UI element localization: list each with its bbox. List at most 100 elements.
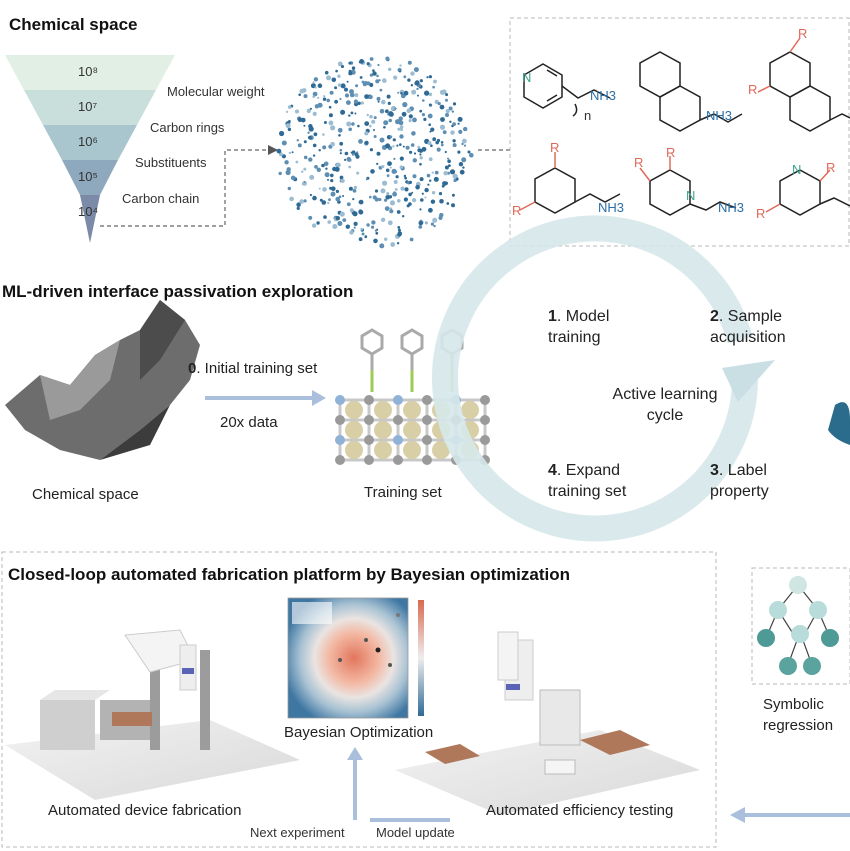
scatter-point [428,123,432,126]
scatter-point [430,222,434,226]
scatter-point [303,167,307,171]
ml-exploration-title: ML-driven interface passivation explorat… [2,282,354,301]
scatter-point [312,95,316,99]
scatter-point [446,202,450,205]
scatter-point [349,89,354,95]
scatter-point [353,226,356,229]
scatter-point [290,175,296,181]
scatter-point [445,93,449,97]
scatter-point [418,220,424,226]
scatter-point [373,129,375,131]
scatter-point [412,158,417,163]
scatter-point [303,140,307,144]
scatter-point [384,206,390,212]
funnel-label-molecular-weight: Molecular weight [167,84,265,99]
scatter-point [379,88,383,92]
scatter-point [389,209,394,214]
scatter-point [388,67,392,72]
scatter-point [431,171,434,174]
scatter-point [350,151,353,154]
funnel-label-carbon-rings: Carbon rings [150,120,225,135]
scatter-point [322,97,327,101]
scatter-point [439,199,444,204]
device-fabrication-label: Automated device fabrication [48,802,242,819]
scatter-point [308,157,313,162]
scatter-point [459,169,465,175]
scatter-point [373,135,377,138]
scatter-point [336,162,341,168]
scatter-point [323,215,327,219]
scatter-point [329,90,334,95]
scatter-point [362,82,367,87]
scatter-point [452,139,456,143]
scatter-point [445,98,448,102]
scatter-point [408,180,412,184]
scatter-point [388,195,393,199]
training-set-label: Training set [364,484,442,501]
scatter-point [369,195,372,199]
scatter-point [407,78,411,82]
scatter-point [356,171,360,175]
scatter-point [449,120,452,124]
scatter-point [393,157,396,160]
scatter-point [441,184,445,188]
scatter-point [303,155,308,160]
scatter-point [330,125,336,131]
scatter-point [289,196,294,202]
scatter-point [404,176,407,180]
scatter-point [391,168,397,174]
scatter-point [339,97,342,101]
scatter-point [451,193,455,197]
molecule-pyridyl [523,63,611,117]
scatter-point [299,199,304,204]
scatter-point [397,199,401,203]
scatter-point [314,165,318,169]
data-amount-label: 20x data [220,414,278,431]
scatter-point [322,145,327,150]
scatter-point [344,158,347,161]
scatter-point [399,134,404,139]
scatter-point [288,120,291,123]
scatter-point [405,145,410,150]
scatter-point [302,181,307,186]
atom-n: N [522,70,532,85]
bayesian-optimization-plot [287,597,424,719]
scatter-point [426,76,429,79]
scatter-point [276,148,282,154]
scatter-point [432,217,438,223]
lattice-node [393,395,403,405]
scatter-point [436,138,441,143]
scatter-point [419,156,423,160]
scatter-point [469,152,474,158]
scatter-point [351,66,356,70]
scatter-point [346,100,351,105]
scatter-point [328,198,331,202]
scatter-point [312,81,315,84]
scatter-point [450,130,455,135]
scatter-point [396,210,401,214]
symbolic-regression-label: Symbolic regression [763,696,834,734]
scatter-point [335,196,341,202]
scatter-point [418,225,423,229]
scatter-point [371,220,376,225]
scatter-point [421,192,424,195]
lattice-a-site [374,441,392,459]
scatter-point [392,145,395,148]
closed-loop-title: Closed-loop automated fabrication platfo… [8,565,571,584]
scatter-point [369,73,373,77]
scatter-point [284,160,289,165]
scatter-point [408,114,413,119]
scatter-point [388,118,393,123]
scatter-point [463,126,468,132]
scatter-point [387,161,392,167]
scatter-point [411,89,417,95]
scatter-point [448,106,453,111]
scatter-point [334,86,338,90]
initial-training-set-label: 0. Initial training set [188,360,317,377]
scatter-point [353,185,358,190]
chemical-space-title: Chemical space [9,15,138,34]
scatter-point [424,221,428,225]
scatter-point [331,186,336,191]
scatter-point [287,105,292,109]
scatter-point [281,140,287,146]
